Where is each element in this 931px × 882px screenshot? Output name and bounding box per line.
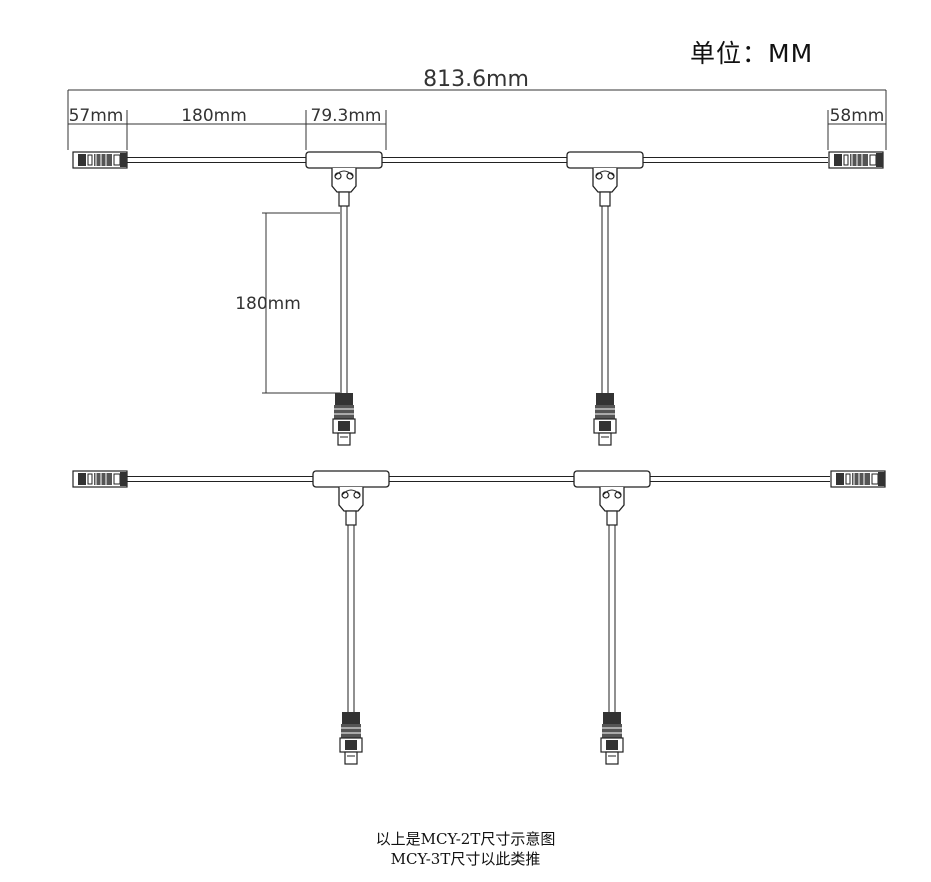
drop-connector-1 (332, 392, 356, 446)
tee-body-label: 79.3mm (311, 106, 382, 126)
end-connector-left (72, 151, 128, 169)
dimension-labels: 813.6mm 57mm 180mm 79.3mm 58mm 180mm (69, 67, 885, 314)
right-end-label: 58mm (830, 106, 885, 126)
tee-branch-2 (566, 151, 644, 207)
dimension-lines (67, 89, 887, 394)
tee-branch-1 (312, 470, 390, 526)
cable-assembly-bottom (72, 470, 886, 765)
drop-connector-2 (600, 711, 624, 765)
end-connector-right (830, 470, 886, 488)
drop-connector-2 (593, 392, 617, 446)
drop-length-label: 180mm (235, 294, 301, 314)
unit-label: 单位：MM (690, 39, 814, 68)
total-length-label: 813.6mm (423, 67, 529, 92)
drop-connector-1 (339, 711, 363, 765)
tee-branch-1 (305, 151, 383, 207)
segment-label: 180mm (181, 106, 247, 126)
caption-line-1: 以上是MCY-2T尺寸示意图 (375, 830, 556, 848)
caption-line-2: MCY-3T尺寸以此类推 (390, 850, 541, 868)
cable-assembly-top (72, 151, 884, 446)
tee-branch-2 (573, 470, 651, 526)
left-end-label: 57mm (69, 106, 124, 126)
end-connector-right (828, 151, 884, 169)
end-connector-left (72, 470, 128, 488)
